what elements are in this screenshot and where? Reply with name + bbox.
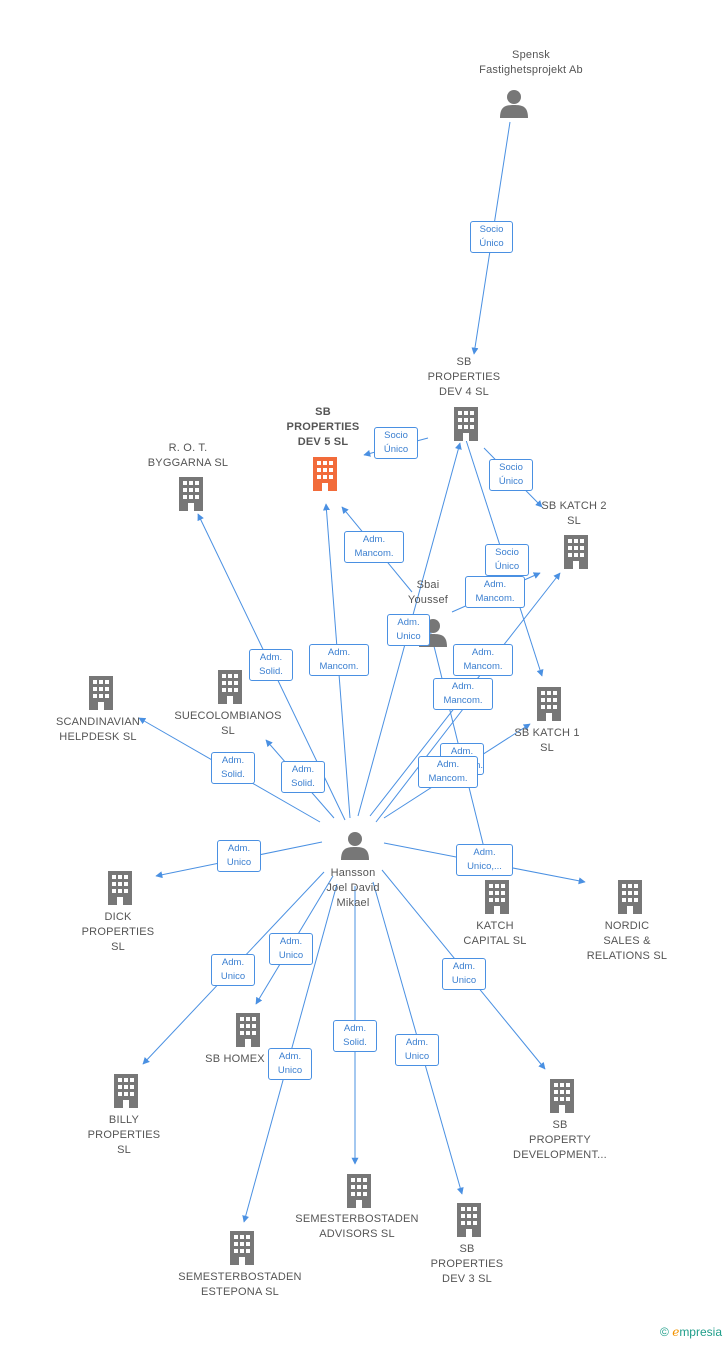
node-label-dick-properties[interactable]: DICK PROPERTIES SL (81, 911, 155, 953)
node-label-hansson[interactable]: Hansson Joel David Mikael (326, 867, 380, 909)
building-icon[interactable] (236, 1013, 260, 1047)
building-icon[interactable] (537, 687, 561, 721)
node-label-katch-capital[interactable]: KATCH CAPITAL SL (463, 920, 527, 947)
edge-label[interactable]: Adm. Unico (268, 1048, 312, 1080)
node-label-nordic-sales[interactable]: NORDIC SALES & RELATIONS SL (586, 920, 668, 962)
edge-label[interactable]: Adm. Solid. (281, 761, 325, 793)
node-label-sbai-youssef[interactable]: Sbai Youssef (407, 579, 449, 606)
brand-name: mpresia (679, 1325, 722, 1339)
building-icon[interactable] (114, 1074, 138, 1108)
person-icon[interactable] (500, 90, 528, 118)
building-icon[interactable] (179, 477, 203, 511)
footer-brand: © empresia (660, 1325, 722, 1339)
edge-label[interactable]: Adm. Solid. (249, 649, 293, 681)
edge-label[interactable]: Socio Único (485, 544, 529, 576)
edge-label[interactable]: Socio Único (489, 459, 533, 491)
edge-label[interactable]: Adm. Mancom. (433, 678, 493, 710)
building-icon[interactable] (550, 1079, 574, 1113)
node-label-semesterbostaden-advisors[interactable]: SEMESTERBOSTADEN ADVISORS SL (295, 1213, 419, 1240)
node-label-sb-property-development[interactable]: SB PROPERTY DEVELOPMENT... (513, 1119, 607, 1161)
building-icon[interactable] (218, 670, 242, 704)
node-label-suecolombianos[interactable]: SUECOLOMBIANOS SL (174, 710, 282, 737)
edge-label[interactable]: Socio Único (374, 427, 418, 459)
edge-label[interactable]: Adm. Solid. (211, 752, 255, 784)
copyright-symbol: © (660, 1325, 669, 1339)
brand-logo-e: e (672, 1325, 680, 1339)
person-icon[interactable] (341, 832, 369, 860)
building-icon[interactable] (457, 1203, 481, 1237)
building-icon[interactable] (347, 1174, 371, 1208)
edge-label[interactable]: Adm. Unico (211, 954, 255, 986)
node-label-rot-byggarna[interactable]: R. O. T. BYGGARNA SL (147, 442, 229, 469)
edge-label[interactable]: Adm. Unico,... (456, 844, 513, 876)
building-icon[interactable] (108, 871, 132, 905)
edge-label[interactable]: Adm. Unico (387, 614, 430, 646)
edge-label[interactable]: Adm. Mancom. (465, 576, 525, 608)
node-label-spensk[interactable]: Spensk Fastighetsprojekt Ab (479, 49, 583, 76)
edge-label[interactable]: Adm. Unico (217, 840, 261, 872)
edge-label[interactable]: Adm. Solid. (333, 1020, 377, 1052)
edge-label[interactable]: Adm. Unico (442, 958, 486, 990)
edge-label[interactable]: Adm. Unico (269, 933, 313, 965)
node-label-sb-katch-1[interactable]: SB KATCH 1 SL (514, 727, 580, 754)
node-label-semesterbostaden-estepona[interactable]: SEMESTERBOSTADEN ESTEPONA SL (178, 1271, 302, 1298)
edge-label[interactable]: Adm. Mancom. (344, 531, 404, 563)
node-label-sb-properties-dev3[interactable]: SB PROPERTIES DEV 3 SL (430, 1243, 504, 1285)
node-label-sb-homex[interactable]: SB HOMEX (205, 1053, 265, 1065)
edge-label[interactable]: Adm. Mancom. (418, 756, 478, 788)
node-label-sb-katch-2[interactable]: SB KATCH 2 SL (541, 500, 607, 527)
building-icon[interactable] (618, 880, 642, 914)
edge-label[interactable]: Adm. Mancom. (453, 644, 513, 676)
node-label-sb-properties-dev4[interactable]: SB PROPERTIES DEV 4 SL (427, 356, 501, 398)
node-label-sb-properties-dev5[interactable]: SB PROPERTIES DEV 5 SL (286, 406, 360, 448)
edge-label[interactable]: Socio Único (470, 221, 513, 253)
building-icon[interactable] (89, 676, 113, 710)
node-label-scandinavian-helpdesk[interactable]: SCANDINAVIAN HELPDESK SL (55, 716, 141, 743)
edge-label[interactable]: Adm. Mancom. (309, 644, 369, 676)
node-label-billy-properties[interactable]: BILLY PROPERTIES SL (87, 1114, 161, 1156)
building-icon[interactable] (485, 880, 509, 914)
edge-label[interactable]: Adm. Unico (395, 1034, 439, 1066)
building-icon-highlighted[interactable] (313, 457, 337, 491)
building-icon[interactable] (454, 407, 478, 441)
building-icon[interactable] (230, 1231, 254, 1265)
building-icon[interactable] (564, 535, 588, 569)
